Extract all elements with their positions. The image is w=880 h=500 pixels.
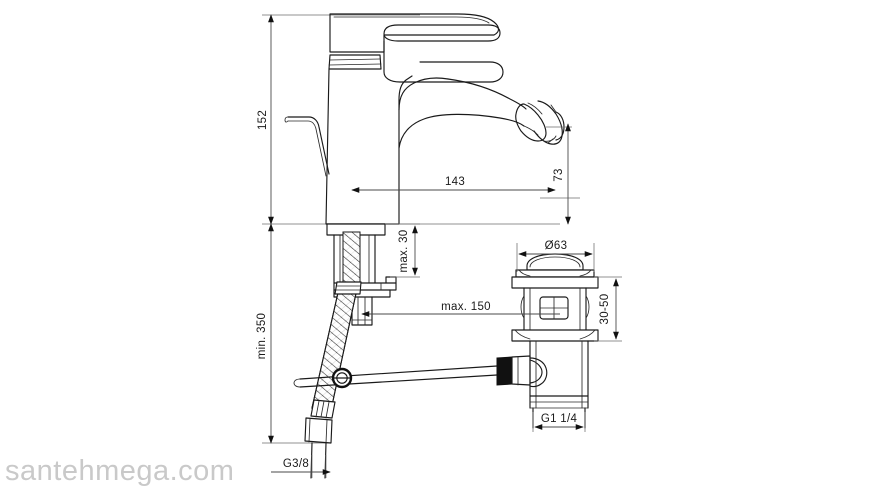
- dimension-deck-max-30: max. 30: [385, 223, 420, 278]
- dimension-label-diameter-63: Ø63: [545, 240, 568, 252]
- dimension-label-max-150: max. 150: [441, 301, 491, 313]
- dimension-label-152: 152: [257, 110, 269, 130]
- dimension-basin-thickness-30-50: 30-50: [594, 276, 622, 342]
- flexible-supply-hose: [304, 281, 362, 479]
- dimension-reach-143: 143: [351, 176, 556, 193]
- dimension-waste-thread: G1 1/4: [532, 412, 586, 432]
- bidet-mixer-body: [284, 13, 565, 225]
- popup-waste-assembly: [511, 253, 599, 429]
- dimension-label-g3-8: G3/8: [283, 458, 309, 470]
- popup-waste-rod: [293, 355, 543, 389]
- dimension-rod-max-150: max. 150: [361, 301, 560, 317]
- dimension-spout-height-73: 73: [546, 123, 572, 225]
- dimension-label-max-30: max. 30: [398, 229, 410, 272]
- dimension-label-73: 73: [553, 168, 565, 181]
- dimension-hose-min-350: min. 350: [256, 223, 274, 444]
- site-watermark: santehmega.com: [5, 455, 235, 487]
- dimension-label-min-350: min. 350: [256, 313, 268, 360]
- dimension-height-152: 152: [257, 14, 274, 225]
- dimension-label-143: 143: [445, 176, 465, 188]
- dimension-cap-diameter-63: Ø63: [516, 240, 595, 272]
- dimension-label-30-50: 30-50: [599, 294, 611, 325]
- dimension-label-g1-1-4: G1 1/4: [541, 413, 578, 425]
- dimension-supply-thread: G3/8: [271, 455, 331, 478]
